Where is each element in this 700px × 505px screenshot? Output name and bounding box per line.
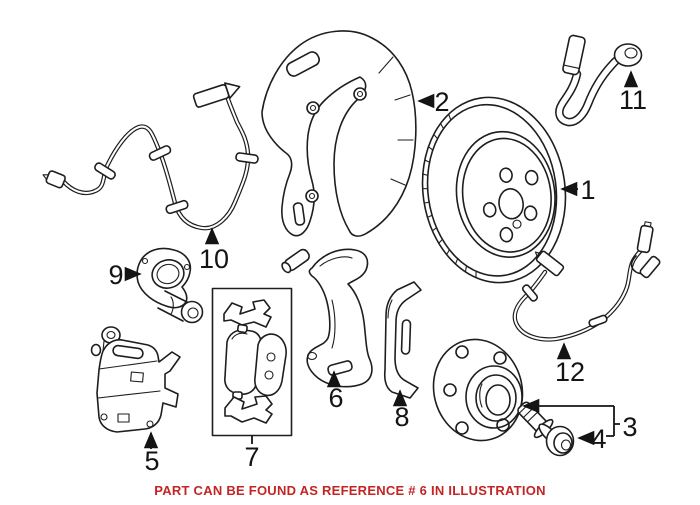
retaining-spring-drawing [383, 281, 422, 399]
brake-caliper-drawing [90, 326, 181, 433]
ref-label-8: 8 [394, 402, 409, 432]
ref-label-6: 6 [328, 383, 343, 413]
leader-bracket-3 [522, 398, 620, 437]
splash-shield-drawing [261, 30, 417, 237]
leader-arrows [124, 70, 639, 449]
brake-hose-drawing [555, 34, 643, 127]
hub-bolt-drawing [517, 401, 575, 457]
ref-label-11: 11 [619, 85, 647, 115]
brake-pad-set-drawing [211, 287, 293, 437]
ref-label-12: 12 [555, 357, 585, 387]
ref-label-9: 9 [108, 260, 123, 290]
caliper-carrier-drawing [281, 248, 373, 388]
brake-rotor-drawing [421, 96, 567, 284]
ref-label-1: 1 [580, 175, 595, 205]
illustration-caption: PART CAN BE FOUND AS REFERENCE # 6 IN IL… [154, 483, 546, 498]
reference-labels: 1 2 3 4 5 6 7 8 9 10 11 12 [108, 85, 647, 476]
ref-label-2: 2 [434, 87, 449, 117]
parking-brake-actuator-drawing [136, 247, 204, 324]
abs-speed-sensor-drawing [512, 221, 661, 342]
ref-label-5: 5 [144, 446, 159, 476]
ref-label-3: 3 [622, 412, 637, 442]
brake-pad-wear-sensor-drawing [42, 82, 259, 231]
wheel-hub-drawing [432, 338, 524, 442]
ref-label-10: 10 [199, 244, 229, 274]
ref-label-7: 7 [244, 442, 259, 472]
ref-label-4: 4 [591, 424, 606, 454]
